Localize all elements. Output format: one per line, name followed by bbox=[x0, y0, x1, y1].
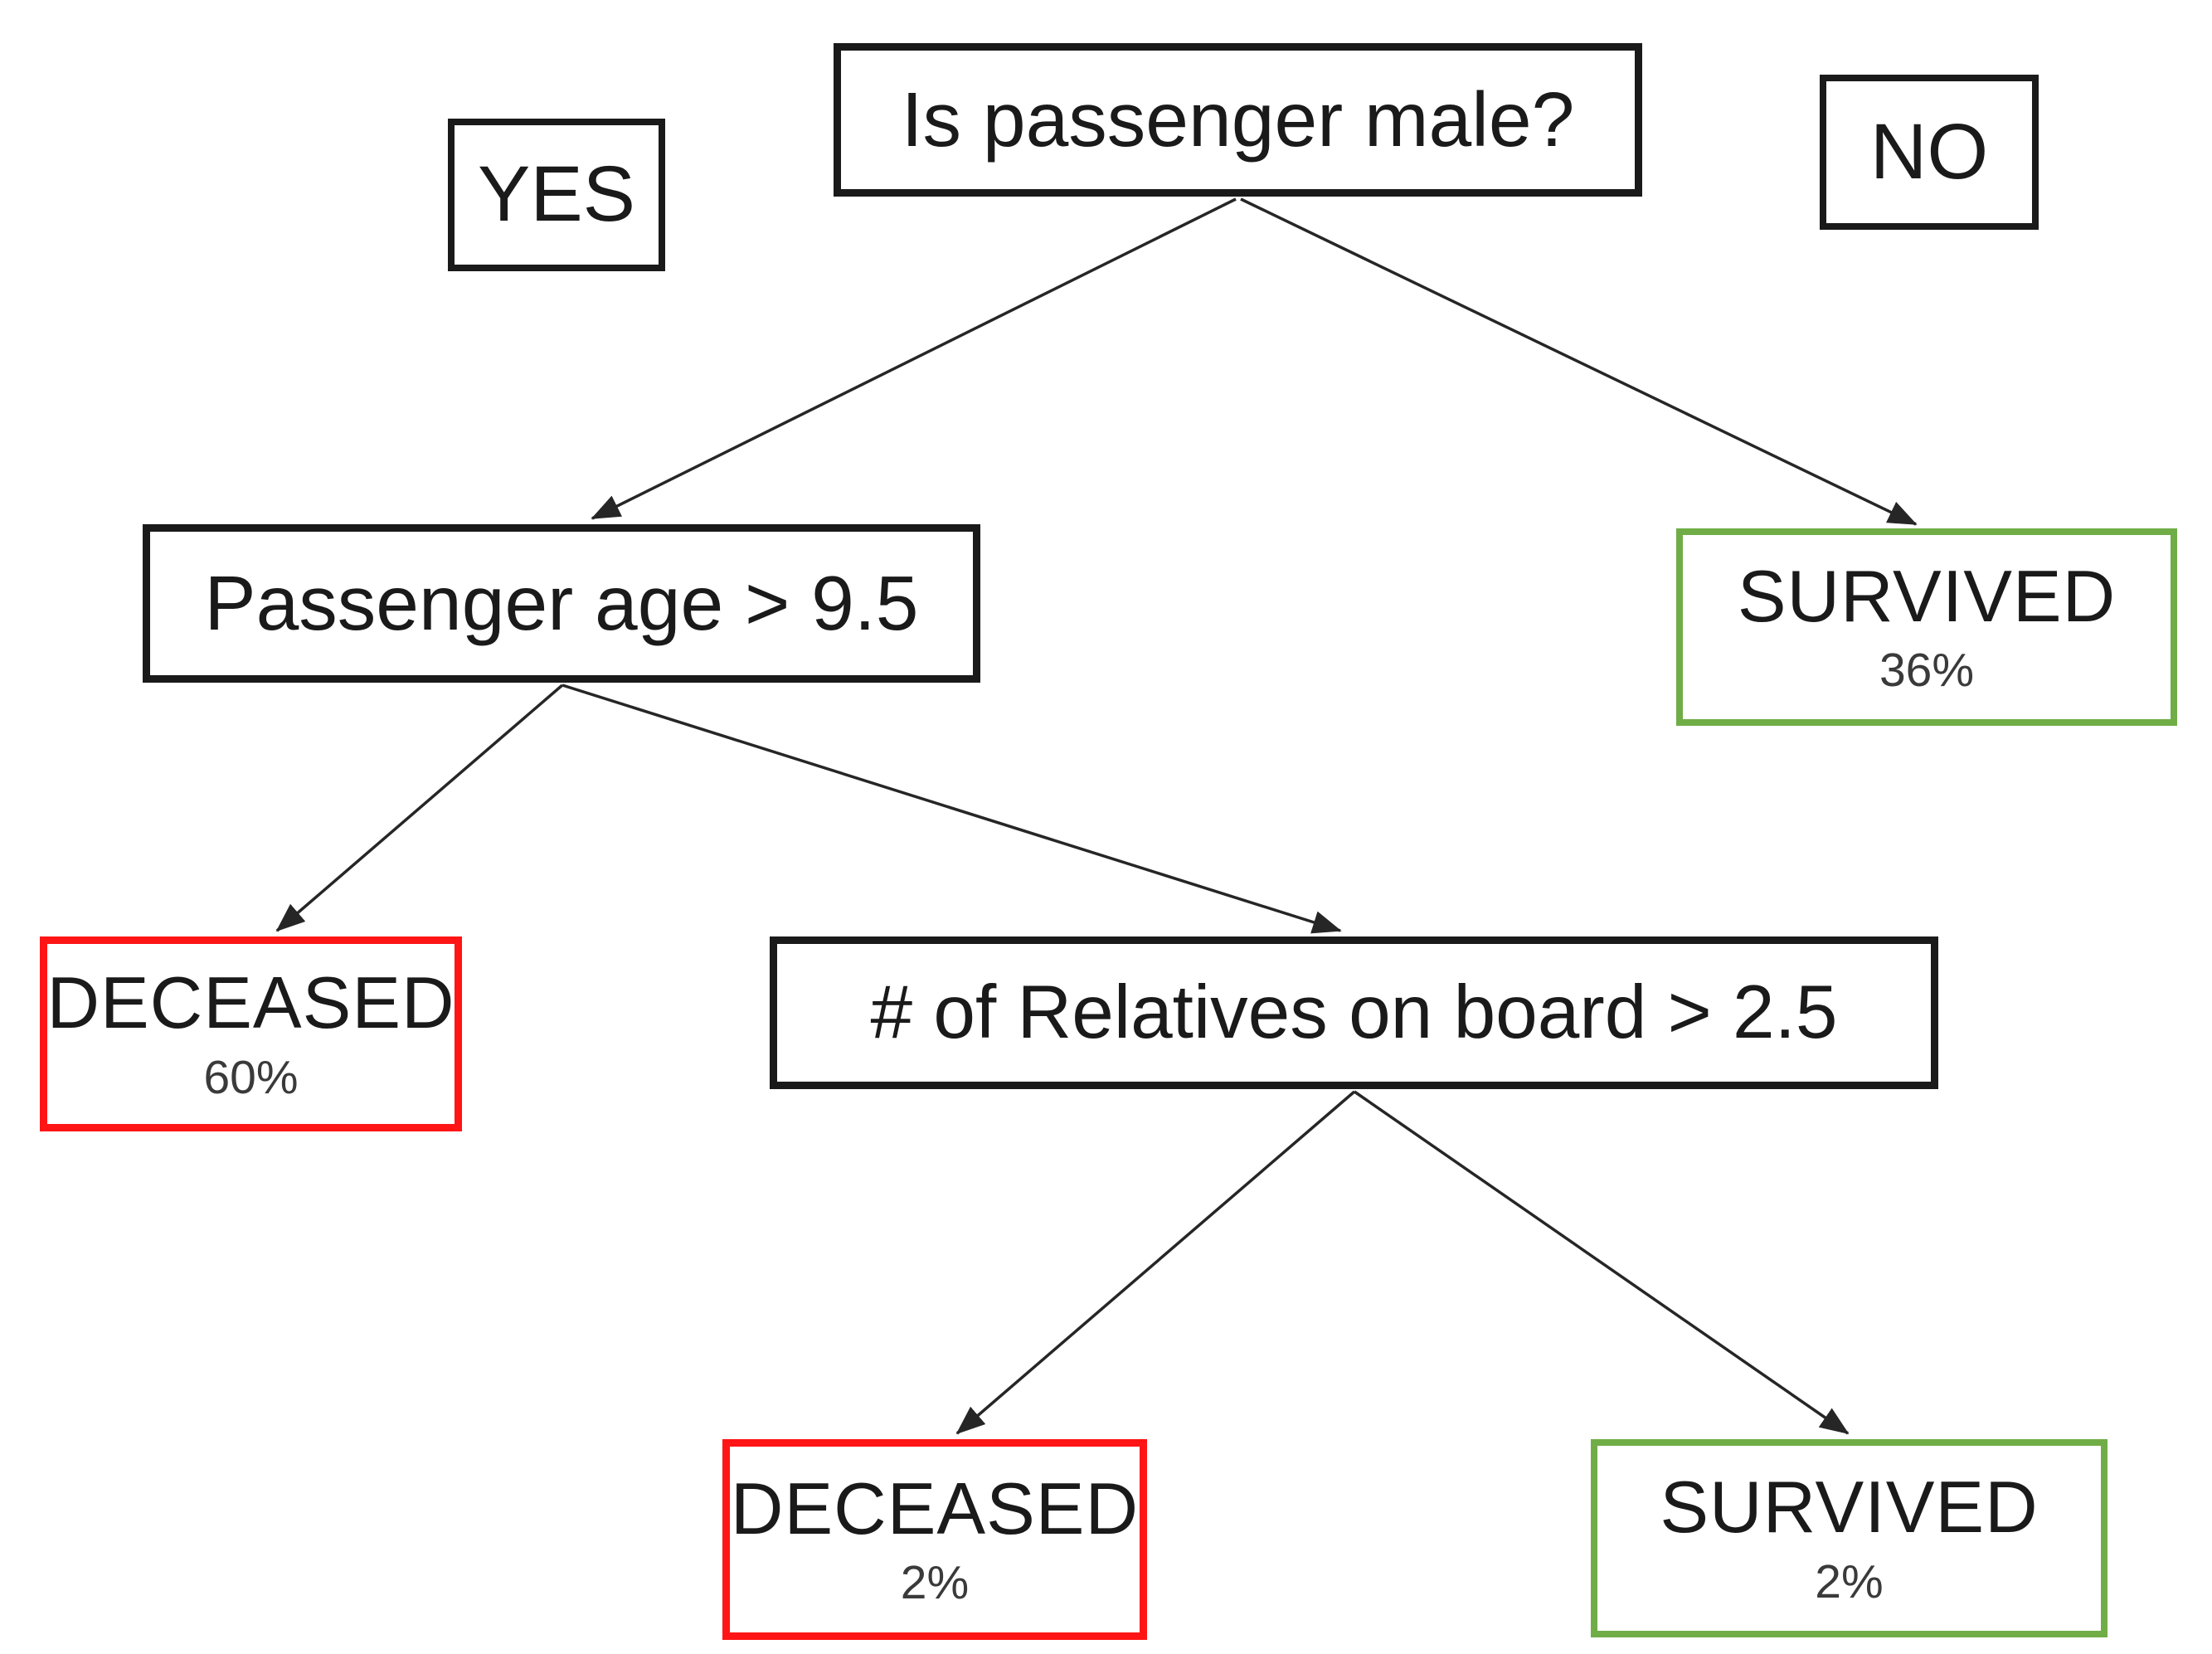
node-root-question: Is passenger male? bbox=[834, 43, 1642, 197]
node-percent: 60% bbox=[203, 1050, 299, 1104]
branch-label-no: NO bbox=[1820, 75, 2039, 230]
edge-relatives-to-deceased2-arrow bbox=[955, 1090, 1356, 1435]
branch-label-text: NO bbox=[1869, 107, 1989, 196]
node-label: DECEASED bbox=[730, 1467, 1140, 1549]
node-label: Passenger age > 9.5 bbox=[204, 559, 919, 646]
edge-relatives-to-survived2-arrow bbox=[1354, 1090, 1850, 1435]
node-relatives-question: # of Relatives on board > 2.5 bbox=[770, 936, 1938, 1089]
node-label: # of Relatives on board > 2.5 bbox=[870, 971, 1838, 1055]
node-label: SURVIVED bbox=[1660, 1466, 2039, 1549]
node-label: Is passenger male? bbox=[901, 75, 1575, 163]
edge-root-to-survived36-arrow bbox=[1240, 197, 1918, 526]
node-percent: 2% bbox=[1815, 1554, 1884, 1608]
node-label: SURVIVED bbox=[1737, 554, 2117, 637]
edge-age-to-deceased60-arrow bbox=[275, 683, 564, 932]
node-label: DECEASED bbox=[46, 961, 455, 1044]
node-deceased-60: DECEASED 60% bbox=[40, 936, 462, 1131]
node-survived-36: SURVIVED 36% bbox=[1676, 528, 2177, 726]
edge-root-to-age-arrow bbox=[591, 197, 1237, 520]
node-survived-2: SURVIVED 2% bbox=[1591, 1439, 2107, 1637]
node-percent: 36% bbox=[1879, 644, 1975, 698]
edge-age-to-relatives-arrow bbox=[562, 683, 1342, 934]
node-percent: 2% bbox=[900, 1556, 970, 1610]
node-deceased-2: DECEASED 2% bbox=[722, 1439, 1147, 1640]
node-age-question: Passenger age > 9.5 bbox=[143, 524, 980, 683]
branch-label-text: YES bbox=[477, 150, 636, 239]
branch-label-yes: YES bbox=[448, 119, 665, 271]
